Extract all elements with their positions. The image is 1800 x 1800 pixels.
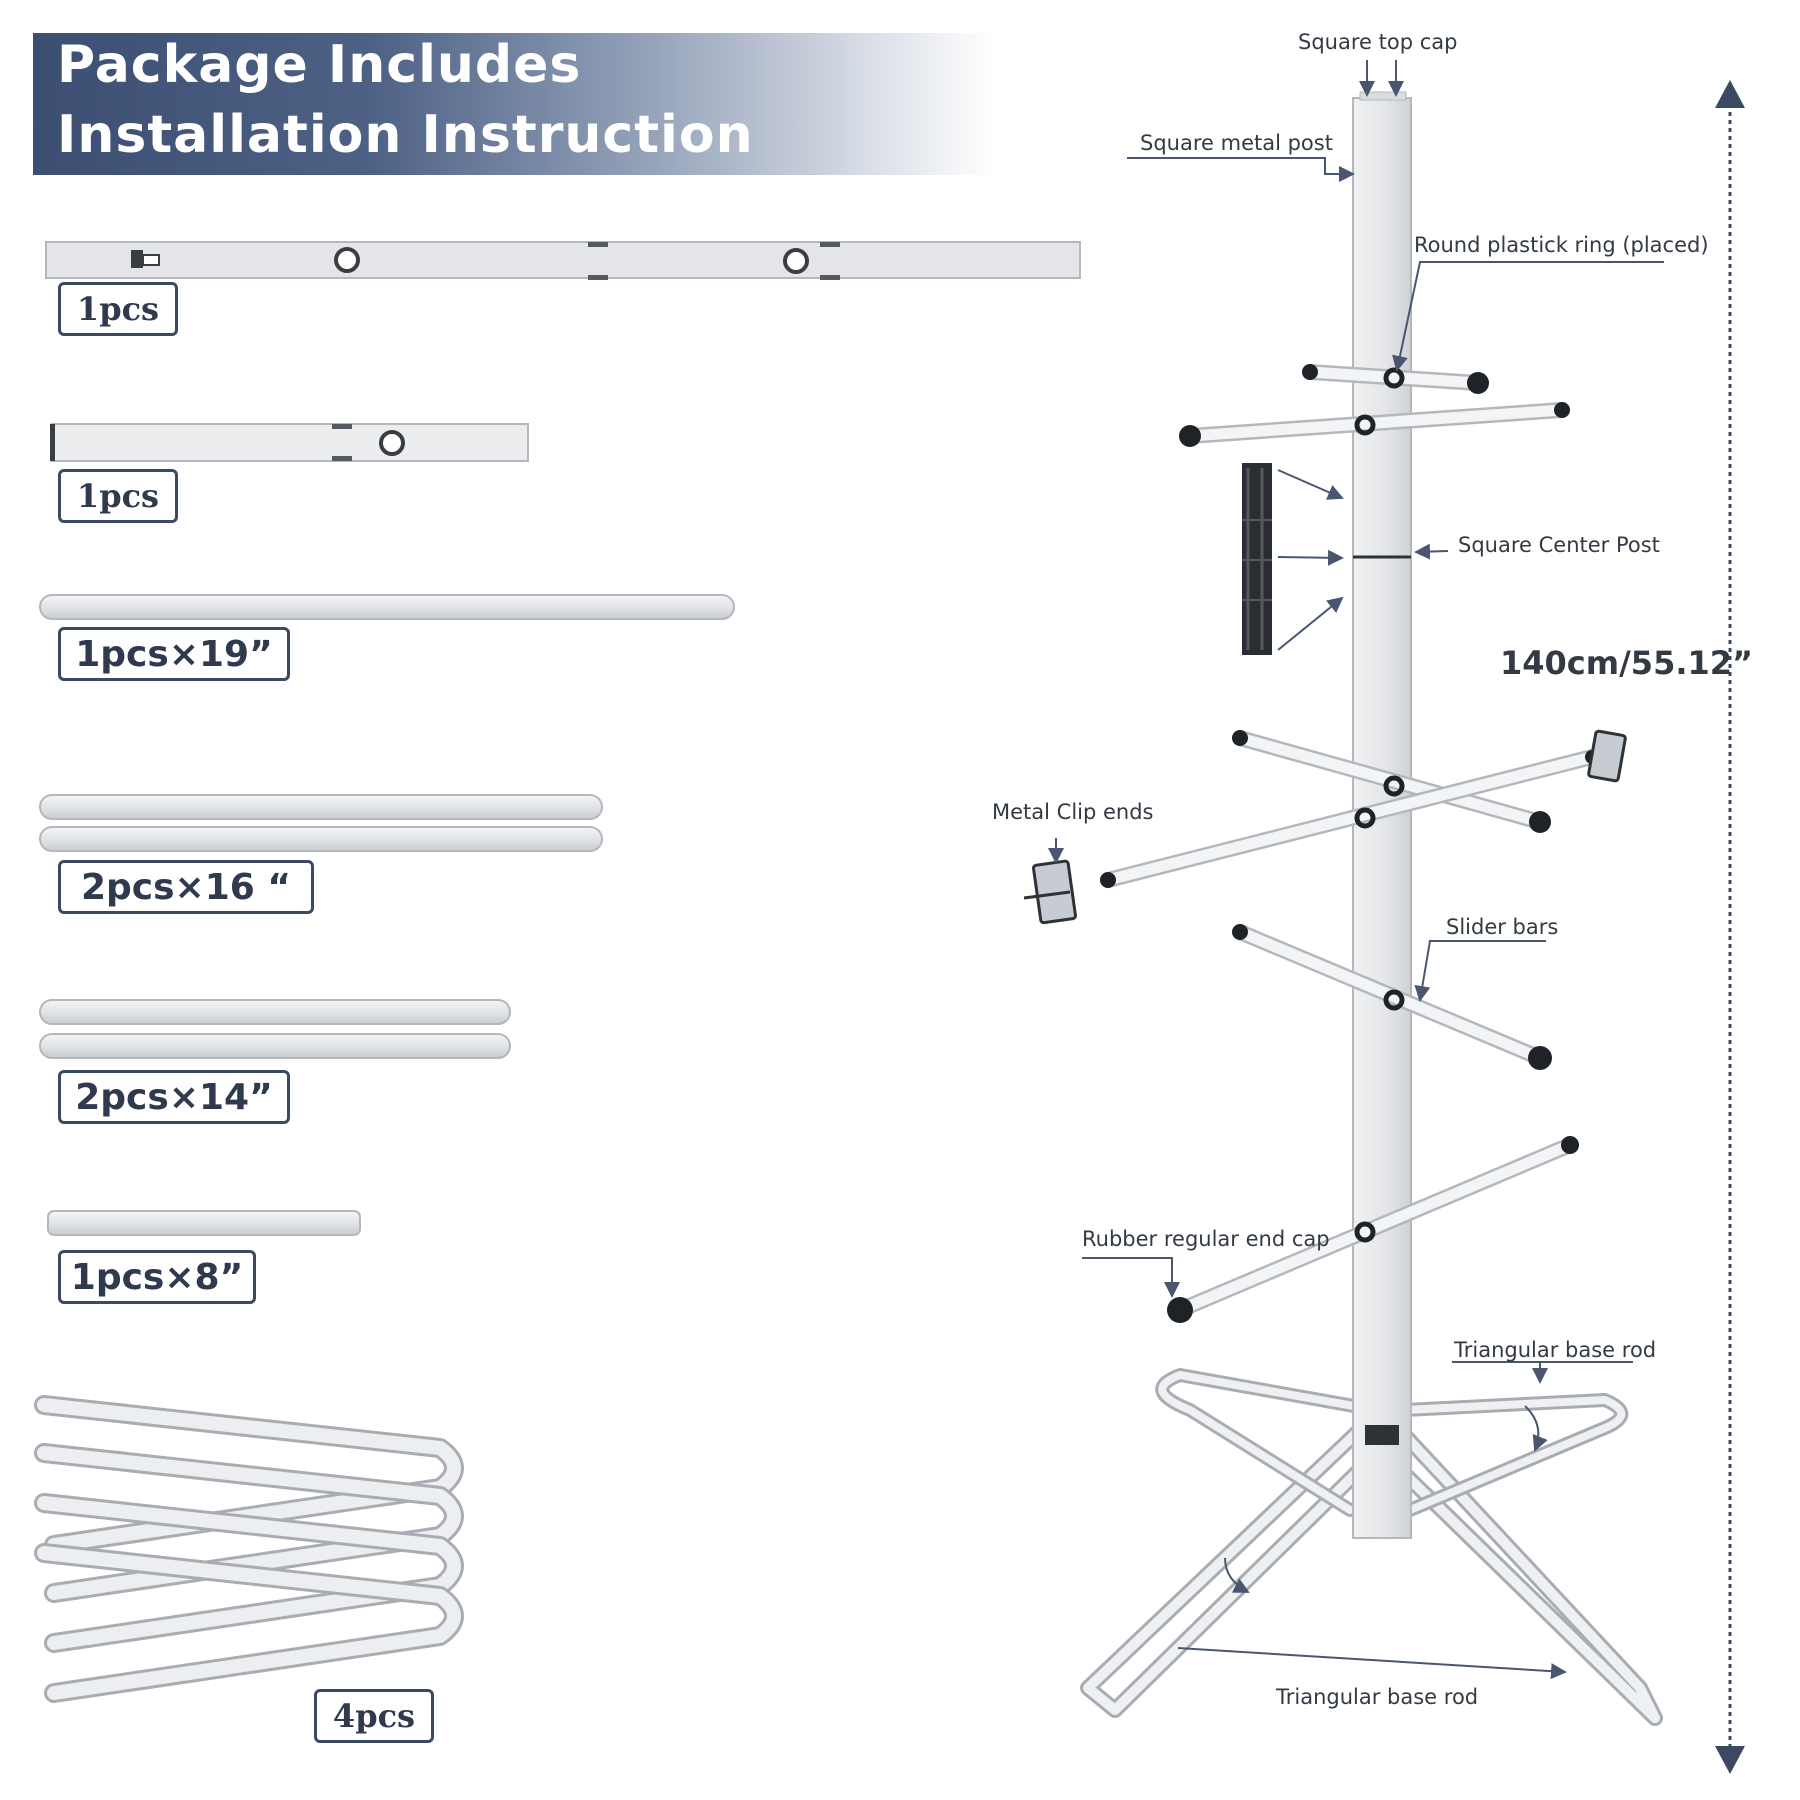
metal-clip-right (1587, 729, 1627, 783)
triangular-base-rods-part (34, 1395, 464, 1703)
label-triangular-base-rod-lower: Triangular base rod (1276, 1685, 1479, 1709)
assembled-rack-illustration (1023, 91, 1663, 1726)
metal-clip-left (1023, 859, 1077, 925)
qty-badge-base-rods: 4pcs (314, 1689, 434, 1743)
long-square-post-part (45, 241, 1081, 280)
label-triangular-base-rod-upper: Triangular base rod (1454, 1338, 1657, 1362)
rod-19in-part (39, 594, 735, 620)
label-square-metal-post: Square metal post (1140, 131, 1333, 155)
rod-16in-part (39, 794, 603, 852)
header-banner: Package Includes Installation Instructio… (33, 33, 993, 175)
short-square-post-part (50, 423, 529, 462)
header-title-line1: Package Includes (57, 35, 582, 95)
qty-badge-rod-19in: 1pcs×19” (58, 627, 290, 681)
label-metal-clip-ends: Metal Clip ends (992, 800, 1154, 824)
rod-8in-part (47, 1210, 361, 1236)
qty-badge-rod-16in: 2pcs×16 “ (58, 860, 314, 914)
rod-14in-part (39, 999, 511, 1059)
qty-badge-rod-8in: 1pcs×8” (58, 1250, 256, 1304)
label-round-plastic-ring: Round plastick ring (placed) (1414, 233, 1709, 257)
qty-badge-part1: 1pcs (58, 282, 178, 336)
qty-badge-part2: 1pcs (58, 469, 178, 523)
qty-badge-rod-14in: 2pcs×14” (58, 1070, 290, 1124)
leader-lines (1048, 60, 1664, 1680)
center-post-connector (1242, 463, 1272, 655)
label-square-center-post: Square Center Post (1458, 533, 1660, 557)
label-rubber-end-cap: Rubber regular end cap (1082, 1227, 1330, 1251)
label-slider-bars: Slider bars (1446, 915, 1559, 939)
height-dimension-label: 140cm/55.12” (1500, 644, 1754, 682)
header-title-line2: Installation Instruction (57, 105, 754, 165)
label-square-top-cap: Square top cap (1298, 30, 1458, 54)
height-dimension-arrow (1715, 80, 1745, 1774)
